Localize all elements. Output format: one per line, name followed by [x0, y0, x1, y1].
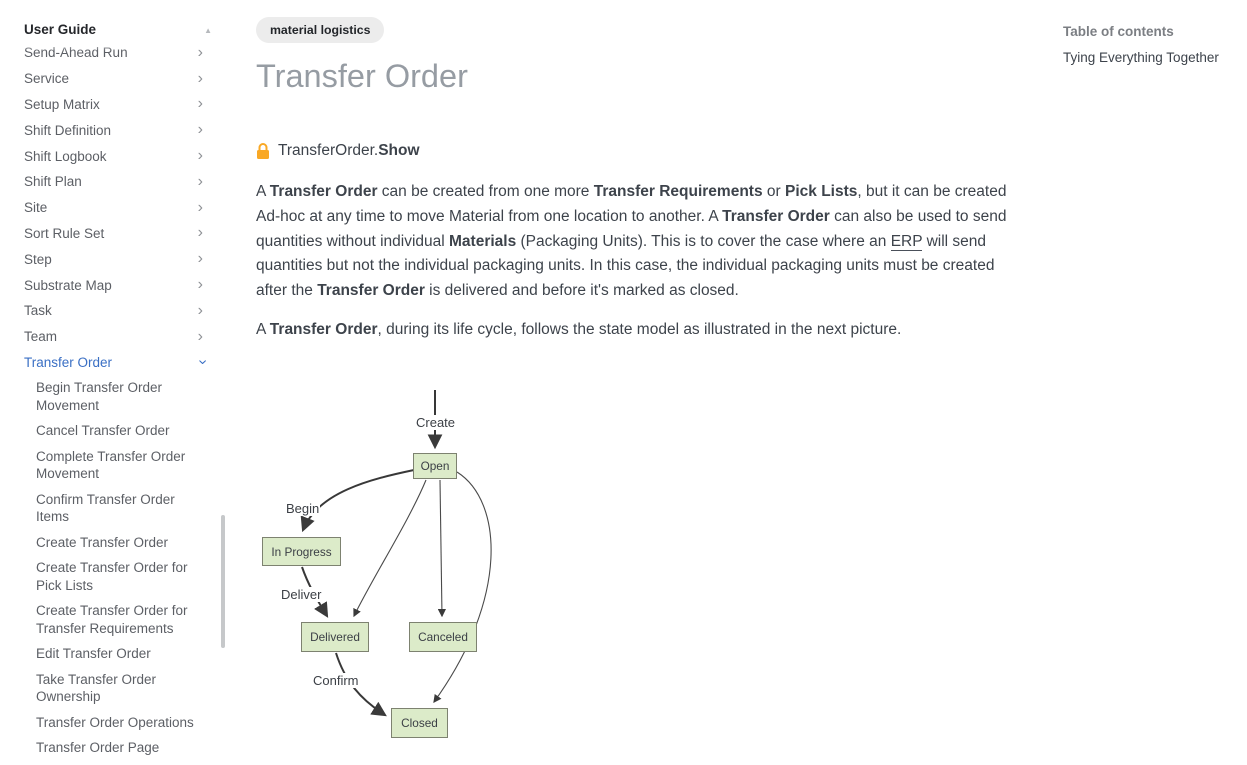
lock-icon [256, 142, 270, 160]
api-reference-text: TransferOrder.Show [278, 142, 420, 160]
sidebar-item-label: Task [24, 303, 52, 319]
sidebar-item-transfer-order[interactable]: Transfer Order › [24, 350, 211, 376]
sidebar-subitem-create-transfer-order-for-pick-lists[interactable]: Create Transfer Order for Pick Lists [36, 560, 188, 593]
edge-label-deliver: Deliver [280, 587, 323, 602]
sidebar-item-label: Service [24, 71, 70, 87]
chevron-down-icon: › [194, 359, 212, 366]
sidebar-subitem-take-transfer-order-ownership[interactable]: Take Transfer Order Ownership [36, 671, 157, 705]
sidebar-subitem-transfer-order-page[interactable]: Transfer Order Page [36, 740, 160, 756]
sidebar-item-label: Site [24, 200, 48, 216]
sidebar-subitem-confirm-transfer-order-items[interactable]: Confirm Transfer Order Items [36, 491, 175, 525]
chevron-right-icon: › [197, 147, 203, 165]
sidebar-item-label: Team [24, 329, 58, 345]
sidebar-subitem-transfer-order-operations[interactable]: Transfer Order Operations [36, 714, 194, 730]
chevron-right-icon: › [197, 327, 203, 345]
state-node-in-progress: In Progress [262, 537, 341, 566]
sidebar-nav: User Guide ▲ Send-Ahead Run › Service › … [0, 0, 232, 762]
toc-title: Table of contents [1063, 24, 1174, 39]
sidebar-item-label: Transfer Order [24, 354, 113, 370]
chevron-right-icon: › [197, 69, 203, 87]
state-node-canceled: Canceled [409, 622, 477, 652]
sidebar-subitem-create-transfer-order[interactable]: Create Transfer Order [36, 534, 169, 550]
edge-label-begin: Begin [285, 501, 321, 516]
chevron-right-icon: › [197, 224, 203, 242]
sidebar-subitem-complete-transfer-order-movement[interactable]: Complete Transfer Order Movement [36, 448, 186, 482]
sidebar-item-task[interactable]: Task › [24, 298, 206, 324]
chevron-right-icon: › [197, 43, 203, 61]
paragraph-1: A Transfer Order can be created from one… [256, 183, 1007, 300]
sidebar-item-setup-matrix[interactable]: Setup Matrix › [24, 92, 206, 118]
edge-label-confirm: Confirm [312, 673, 360, 688]
sidebar-item-label: Setup Matrix [24, 96, 100, 112]
chevron-right-icon: › [197, 301, 203, 319]
sidebar-item-shift-logbook[interactable]: Shift Logbook › [24, 143, 206, 169]
chevron-right-icon: › [197, 250, 203, 268]
sidebar-scrollbar-thumb[interactable] [221, 515, 225, 648]
sidebar-item-shift-plan[interactable]: Shift Plan › [24, 169, 206, 195]
sidebar-item-sort-rule-set[interactable]: Sort Rule Set › [24, 221, 206, 247]
sidebar-item-label: Substrate Map [24, 277, 112, 293]
sidebar-item-substrate-map[interactable]: Substrate Map › [24, 272, 206, 298]
scroll-up-icon: ▲ [204, 26, 212, 35]
chevron-right-icon: › [197, 172, 203, 190]
state-diagram-edges [300, 390, 492, 717]
sidebar-section-title[interactable]: User Guide [24, 22, 204, 40]
sidebar-item-label: Shift Logbook [24, 148, 107, 164]
state-node-delivered: Delivered [301, 622, 369, 652]
sidebar-subitem-create-transfer-order-for-transfer-requirements[interactable]: Create Transfer Order for Transfer Requi… [36, 603, 188, 636]
api-reference-line: TransferOrder.Show [256, 142, 420, 160]
api-prefix: TransferOrder. [278, 142, 379, 159]
page-title: Transfer Order [256, 58, 468, 94]
chevron-right-icon: › [197, 95, 203, 113]
sidebar-item-label: Shift Plan [24, 174, 82, 190]
sidebar-item-label: Step [24, 251, 52, 267]
paragraph-2: A Transfer Order, during its life cycle,… [256, 321, 902, 338]
chevron-right-icon: › [197, 276, 203, 294]
state-diagram: Open In Progress Delivered Canceled Clos… [256, 380, 566, 758]
sidebar-item-shift-definition[interactable]: Shift Definition › [24, 117, 206, 143]
sidebar-nav-list: Send-Ahead Run › Service › Setup Matrix … [24, 40, 211, 765]
sidebar-top-fade [0, 37, 212, 51]
edge-label-create: Create [415, 415, 457, 430]
state-node-open: Open [413, 453, 457, 479]
toc-link-tying-everything-together[interactable]: Tying Everything Together [1063, 50, 1219, 65]
sidebar-item-step[interactable]: Step › [24, 246, 206, 272]
sidebar-item-team[interactable]: Team › [24, 324, 206, 350]
tag-chip-material-logistics[interactable]: material logistics [256, 17, 385, 43]
sidebar-item-site[interactable]: Site › [24, 195, 206, 221]
sidebar-item-service[interactable]: Service › [24, 66, 206, 92]
sidebar-subitem-cancel-transfer-order[interactable]: Cancel Transfer Order [36, 423, 170, 439]
api-method: Show [378, 142, 420, 159]
main-content: material logistics Transfer Order Transf… [256, 0, 1021, 762]
state-node-closed: Closed [391, 708, 448, 738]
sidebar-sublist-transfer-order: Begin Transfer Order Movement Cancel Tra… [24, 379, 208, 757]
chevron-right-icon: › [197, 198, 203, 216]
sidebar-subitem-edit-transfer-order[interactable]: Edit Transfer Order [36, 646, 151, 662]
sidebar-subitem-begin-transfer-order-movement[interactable]: Begin Transfer Order Movement [36, 380, 163, 413]
sidebar-item-label: Sort Rule Set [24, 225, 105, 241]
sidebar-item-label: Shift Definition [24, 122, 112, 138]
chevron-right-icon: › [197, 121, 203, 139]
